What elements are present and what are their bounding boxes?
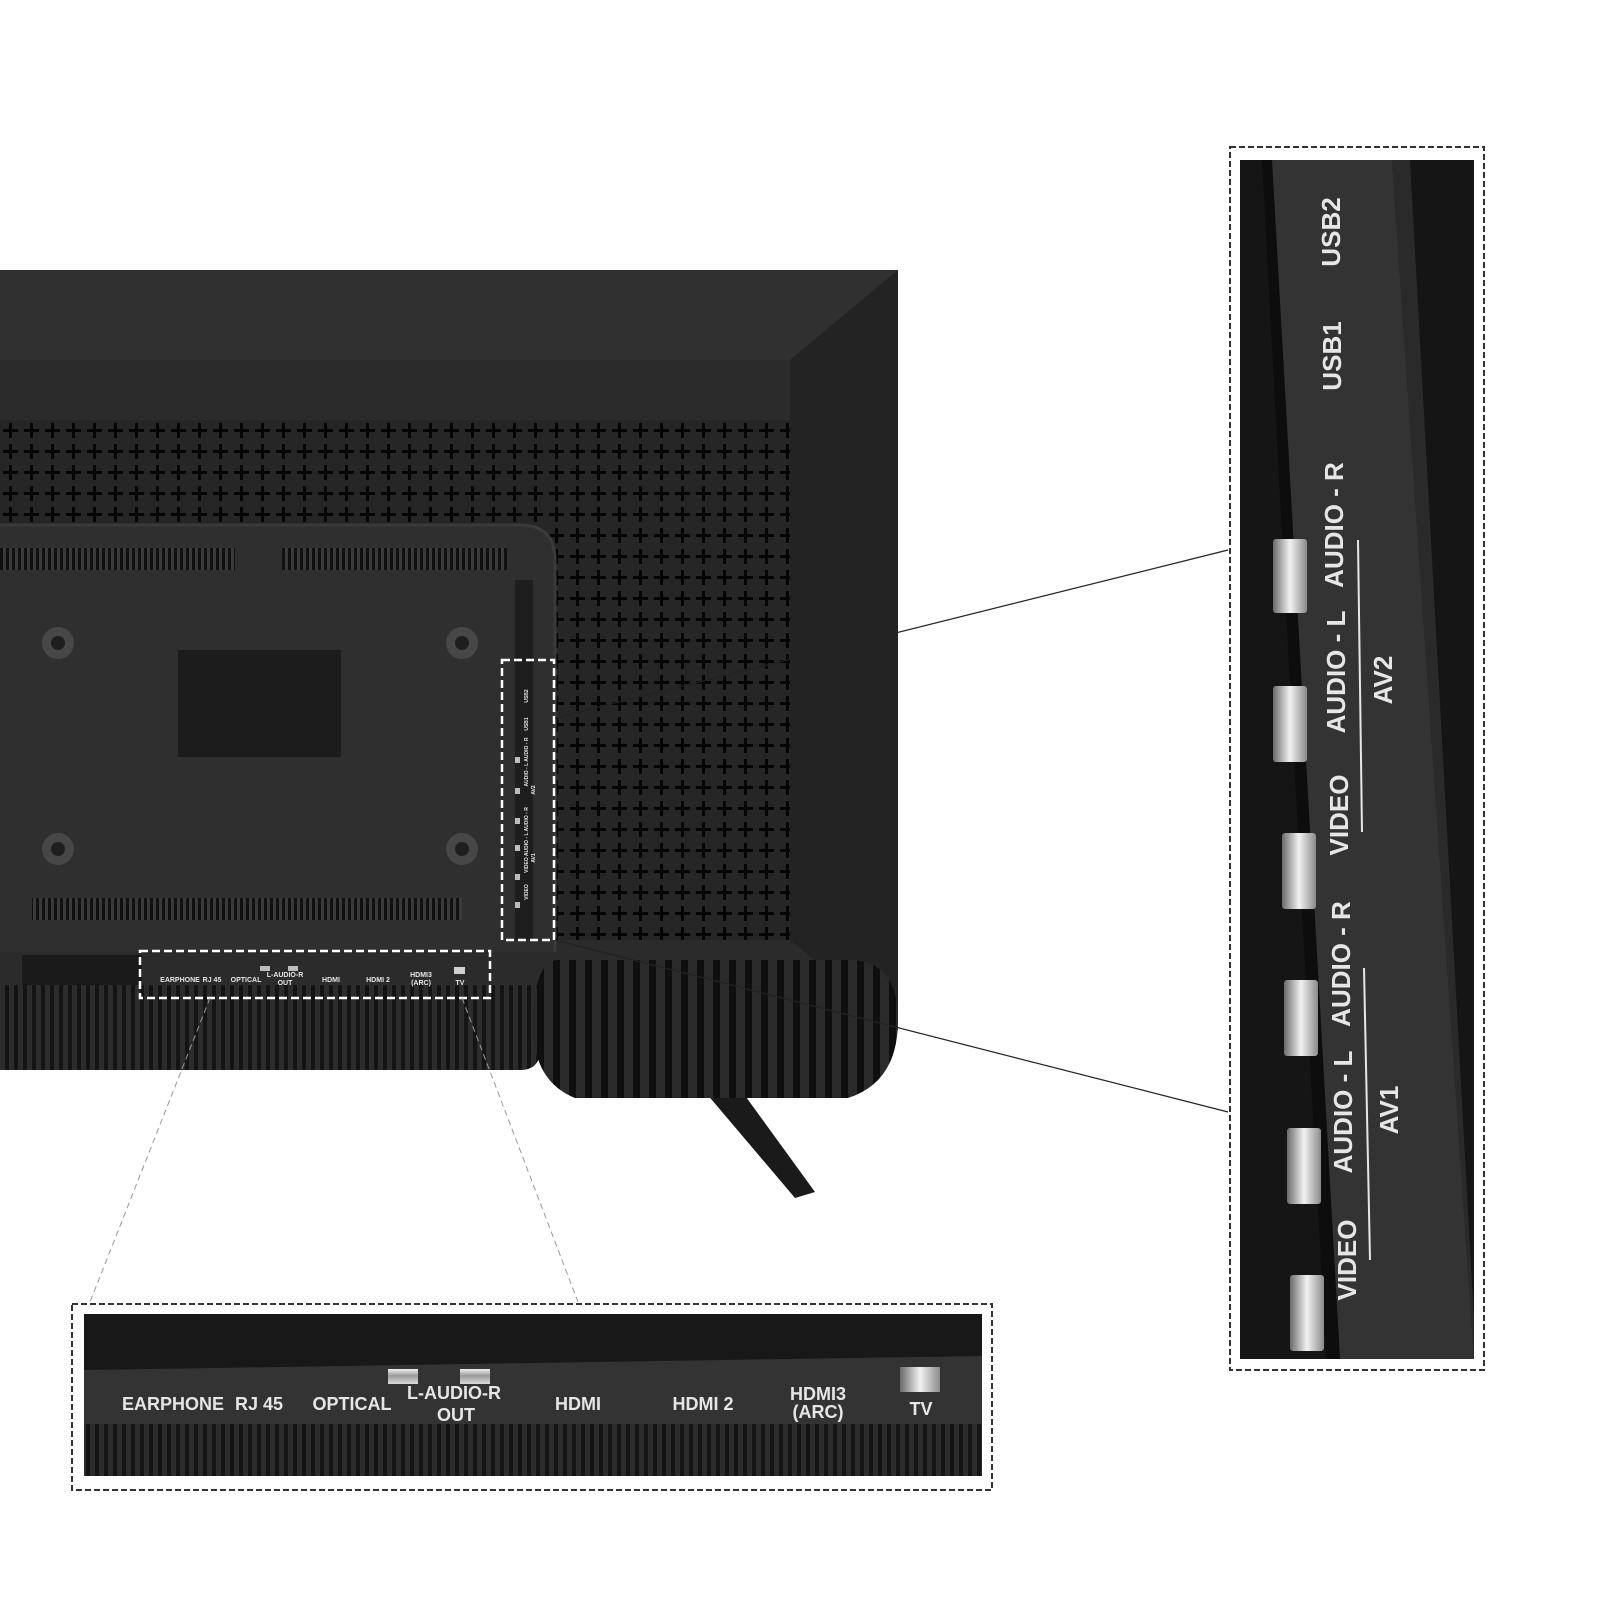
connector xyxy=(460,1369,490,1384)
small-label-usb1: USB1 xyxy=(524,717,530,731)
tv-foot xyxy=(533,960,898,1098)
connector xyxy=(900,1367,940,1392)
mount-screw xyxy=(42,833,74,865)
connector xyxy=(1284,980,1318,1056)
label-hdmi3: HDMI3 xyxy=(790,1384,846,1404)
label-av1-audio-r: AUDIO - R xyxy=(1326,901,1356,1027)
label-av2-audio-r: AUDIO - R xyxy=(1319,462,1349,588)
label-arc: (ARC) xyxy=(793,1402,844,1422)
label-av1-video: VIDEO xyxy=(1332,1220,1362,1301)
label-optical: OPTICAL xyxy=(313,1394,392,1414)
mount-screw xyxy=(446,833,478,865)
small-label-optical: OPTICAL xyxy=(231,977,262,984)
small-label-rj45: RJ 45 xyxy=(203,977,222,984)
small-label-arc: (ARC) xyxy=(411,980,431,987)
label-hdmi: HDMI xyxy=(555,1394,601,1414)
label-audio-out-2: OUT xyxy=(437,1405,475,1425)
connector-plate: USB2 USB1 AUDIO - L AUDIO - R AV2 VIDEO … xyxy=(0,523,557,952)
connector xyxy=(1282,833,1316,909)
connector xyxy=(1273,686,1307,762)
tv-bottom-ribs xyxy=(0,955,540,1070)
label-earphone: EARPHONE xyxy=(122,1394,224,1414)
label-tv: TV xyxy=(909,1399,932,1419)
label-usb1: USB1 xyxy=(1317,321,1347,390)
label-av2-video: VIDEO xyxy=(1324,775,1354,856)
leader-lines xyxy=(89,549,1229,1303)
small-label-hdmi3: HDMI3 xyxy=(410,972,432,979)
small-label-hdmi: HDMI xyxy=(322,977,340,984)
label-rj45: RJ 45 xyxy=(235,1394,283,1414)
av1-group-line xyxy=(1363,967,1371,1261)
tv-stand-leg xyxy=(695,1068,815,1198)
label-audio-out-1: L-AUDIO-R xyxy=(407,1383,501,1403)
connector xyxy=(1290,1275,1324,1351)
small-label-audio-out-2: OUT xyxy=(278,980,294,987)
connector xyxy=(1287,1128,1321,1204)
side-port-connectors-small xyxy=(515,757,520,908)
small-label-audio-out-1: L-AUDIO-R xyxy=(267,972,304,979)
small-label-av1-audio: VIDEO AUDIO - L AUDIO - R xyxy=(524,807,530,873)
small-label-hdmi2: HDMI 2 xyxy=(366,977,390,984)
mount-screw xyxy=(42,627,74,659)
bottom-ports-highlight xyxy=(138,949,492,1000)
side-port-labels-small: USB2 USB1 AUDIO - L AUDIO - R AV2 VIDEO … xyxy=(524,689,537,900)
mount-screw xyxy=(446,627,478,659)
bottom-ports-callout: EARPHONE RJ 45 OPTICAL L-AUDIO-R OUT HDM… xyxy=(71,1303,993,1491)
small-label-video: VIDEO xyxy=(524,884,530,900)
small-label-tv: TV xyxy=(456,980,465,987)
connector xyxy=(1273,539,1307,613)
label-av2-audio-l: AUDIO - L xyxy=(1321,611,1351,734)
small-label-av2-audio: AUDIO - L AUDIO - R xyxy=(524,737,530,786)
label-hdmi2: HDMI 2 xyxy=(672,1394,733,1414)
small-label-av1: AV1 xyxy=(531,853,537,863)
side-ports-highlight xyxy=(500,658,556,942)
connector xyxy=(388,1369,418,1384)
label-usb2: USB2 xyxy=(1316,197,1346,266)
small-label-av2: AV2 xyxy=(531,785,537,795)
small-label-earphone: EARPHONE xyxy=(160,977,200,984)
av2-group-line xyxy=(1357,539,1363,833)
bottom-port-labels-small: EARPHONE RJ 45 OPTICAL L-AUDIO-R OUT HDM… xyxy=(160,966,465,987)
label-av1: AV1 xyxy=(1374,1086,1404,1135)
side-ports-callout: USB2 USB1 AUDIO - R AUDIO - L VIDEO AV2 … xyxy=(1229,146,1485,1371)
label-av2: AV2 xyxy=(1368,656,1398,705)
label-av1-audio-l: AUDIO - L xyxy=(1328,1051,1358,1174)
small-label-usb2: USB2 xyxy=(524,689,530,703)
